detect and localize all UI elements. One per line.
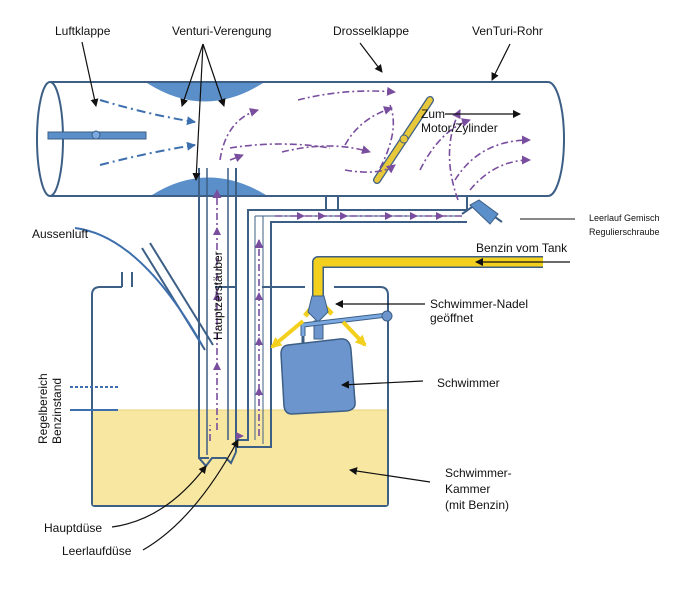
label-zum-motor-line2: Motor/Zylinder (421, 121, 498, 135)
main-nozzle-pipe (198, 168, 237, 468)
label-venturi-verengung: Venturi-Verengung (172, 24, 271, 181)
label-regelbereich-line2: Benzinstand (50, 378, 64, 444)
label-benzin-vom-tank-text: Benzin vom Tank (476, 241, 568, 255)
mixture-flow-arrows (209, 86, 531, 441)
venturi-constriction-top (147, 83, 263, 102)
label-luftklappe: Luftklappe (55, 24, 111, 107)
fuel-level (93, 410, 387, 505)
label-leerlauf: Leerlauf Gemisch Regulierschraube (520, 213, 660, 237)
label-zum-motor: Zum Motor/Zylinder (421, 107, 521, 135)
idle-channel (236, 196, 468, 448)
float (280, 338, 356, 415)
label-aussenluft: Aussenluft (32, 227, 89, 241)
float-needle (300, 295, 393, 345)
label-schwimmer-nadel: Schwimmer-Nadel geöffnet (335, 297, 528, 325)
label-kammer-line2: Kammer (445, 482, 490, 496)
label-schwimmer-kammer: Schwimmer- Kammer (mit Benzin) (349, 466, 512, 512)
label-venturi-rohr-text: VenTuri-Rohr (472, 24, 543, 38)
label-venturi-rohr: VenTuri-Rohr (472, 24, 543, 81)
label-leerlauf-line2: Regulierschraube (589, 227, 660, 237)
label-aussenluft-text: Aussenluft (32, 227, 89, 241)
fuel-spray-arrows (270, 319, 367, 349)
label-kammer-line1: Schwimmer- (445, 466, 512, 480)
idle-flow-arrowheads (213, 212, 444, 440)
label-schwimmer: Schwimmer (341, 376, 500, 390)
label-luftklappe-text: Luftklappe (55, 24, 111, 38)
label-venturi-verengung-text: Venturi-Verengung (172, 24, 271, 38)
label-hauptduese-text: Hauptdüse (44, 521, 102, 535)
label-drosselklappe-text: Drosselklappe (333, 24, 409, 38)
choke-valve (47, 130, 147, 140)
idle-mixture-screw (461, 199, 503, 225)
label-schwimmer-text: Schwimmer (437, 376, 500, 390)
label-leerlaufduese: Leerlaufdüse (62, 439, 239, 558)
label-zum-motor-line1: Zum (421, 107, 445, 121)
aussenluft-arrow (74, 227, 203, 346)
label-schwimmer-nadel-line2: geöffnet (430, 311, 474, 325)
float-chamber (91, 286, 389, 507)
label-drosselklappe: Drosselklappe (333, 24, 409, 73)
venturi-constriction-bottom (152, 177, 266, 195)
label-hauptzerstaeuber-text: Hauptzerstäuber (211, 251, 225, 340)
throttle-valve (373, 96, 434, 184)
label-hauptzerstaeuber: Hauptzerstäuber (211, 251, 225, 340)
label-regelbereich-line1: Regelbereich (36, 373, 50, 444)
label-leerlauf-line1: Leerlauf Gemisch (589, 213, 660, 223)
label-regelbereich: Regelbereich Benzinstand (36, 373, 64, 444)
label-hauptduese: Hauptdüse (44, 465, 207, 535)
label-schwimmer-nadel-line1: Schwimmer-Nadel (430, 297, 528, 311)
label-benzin-vom-tank: Benzin vom Tank (475, 241, 570, 266)
label-leerlaufduese-text: Leerlaufdüse (62, 544, 132, 558)
label-kammer-line3: (mit Benzin) (445, 498, 509, 512)
